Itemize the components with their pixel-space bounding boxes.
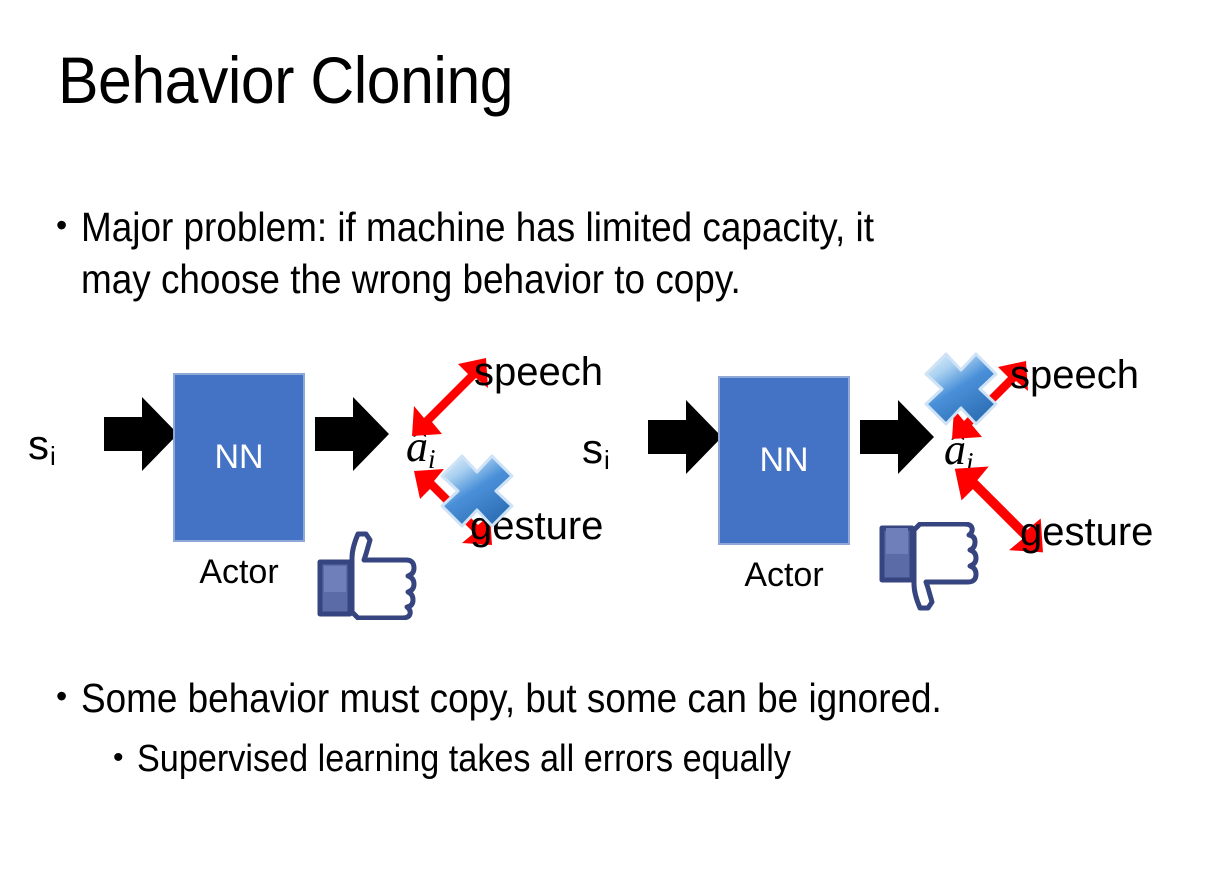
bullet-item-some-behavior: • Some behavior must copy, but some can … xyxy=(56,672,1038,724)
bullet-marker-icon: • xyxy=(56,207,68,243)
input-state-label-right: si xyxy=(582,428,610,473)
output-action-label-left: âi xyxy=(406,425,436,473)
bullet-text: Some behavior must copy, but some can be… xyxy=(81,675,942,721)
branch-arrow-gesture-right xyxy=(948,462,1052,566)
output-arrow-icon-left xyxy=(315,395,389,473)
output-action-symbol: â xyxy=(944,425,966,474)
cross-out-icon-gesture-left xyxy=(438,452,516,530)
output-action-label-right: âi xyxy=(944,428,974,476)
nn-box-label: NN xyxy=(759,441,809,479)
output-action-subscript: i xyxy=(428,443,436,474)
input-arrow-icon-left xyxy=(104,395,178,473)
input-state-label-left: si xyxy=(28,424,56,469)
input-state-symbol: s xyxy=(28,421,49,468)
branch-label-speech-right: speech xyxy=(1010,353,1139,397)
input-arrow-icon-right xyxy=(648,398,722,476)
neural-network-box-right: NN xyxy=(718,376,850,545)
nn-box-label: NN xyxy=(214,438,264,476)
branch-label-gesture-right: gesture xyxy=(1020,510,1154,554)
output-action-subscript: i xyxy=(966,446,974,477)
input-state-subscript: i xyxy=(50,440,56,471)
output-arrow-icon-right xyxy=(860,398,934,476)
branch-label-speech-left: speech xyxy=(474,350,603,394)
bullet-item-major-problem: • Major problem: if machine has limited … xyxy=(56,201,962,306)
bullet-marker-icon: • xyxy=(56,678,68,714)
thumbs-up-icon xyxy=(314,528,420,620)
input-state-symbol: s xyxy=(582,425,603,472)
neural-network-box-left: NN xyxy=(173,373,305,542)
actor-caption-left: Actor xyxy=(199,553,279,591)
actor-caption-right: Actor xyxy=(744,556,824,594)
bullet-text: Major problem: if machine has limited ca… xyxy=(81,204,875,303)
bullet-item-supervised-learning: • Supervised learning takes all errors e… xyxy=(113,735,863,784)
thumbs-down-icon xyxy=(876,522,982,614)
cross-out-icon-speech-right xyxy=(922,350,1000,428)
bullet-text: Supervised learning takes all errors equ… xyxy=(136,738,791,780)
input-state-subscript: i xyxy=(604,444,610,475)
bullet-marker-icon: • xyxy=(113,741,124,774)
branch-arrow-speech-left xyxy=(408,352,500,444)
page-title: Behavior Cloning xyxy=(58,43,514,117)
output-action-symbol: â xyxy=(406,422,428,471)
